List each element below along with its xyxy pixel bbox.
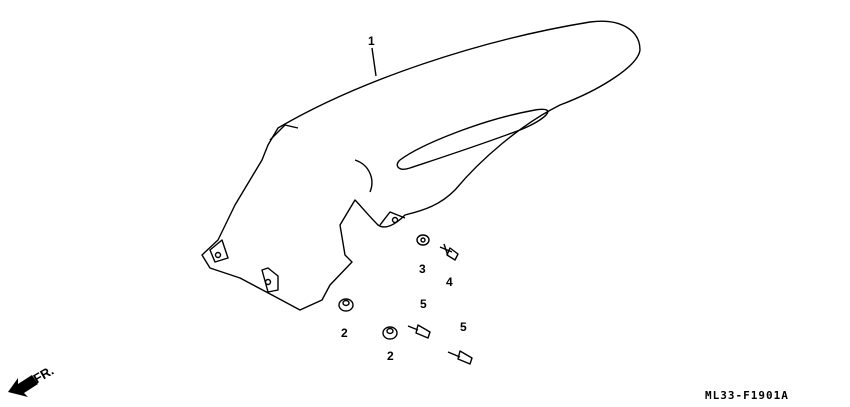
collar — [416, 234, 430, 246]
callout-2-right: 2 — [387, 349, 394, 363]
screw-upper — [407, 324, 431, 339]
callout-4: 4 — [446, 275, 453, 289]
callout-2-left: 2 — [341, 326, 348, 340]
fender-rib — [269, 124, 406, 226]
callout-3: 3 — [419, 262, 426, 276]
drawing-code: ML33-F1901A — [705, 389, 789, 402]
leader-line-1 — [371, 47, 377, 77]
callout-5-lower: 5 — [460, 320, 467, 334]
bolt — [439, 243, 459, 261]
fender-flap — [209, 239, 279, 293]
grommet-right — [382, 326, 398, 340]
front-arrow-icon — [8, 375, 38, 397]
fender-recess — [396, 108, 549, 170]
callout-5-upper: 5 — [420, 297, 427, 311]
callout-1: 1 — [368, 34, 375, 48]
grommet-left — [338, 298, 354, 312]
rear-fender — [201, 20, 641, 311]
screw-lower — [447, 350, 473, 365]
